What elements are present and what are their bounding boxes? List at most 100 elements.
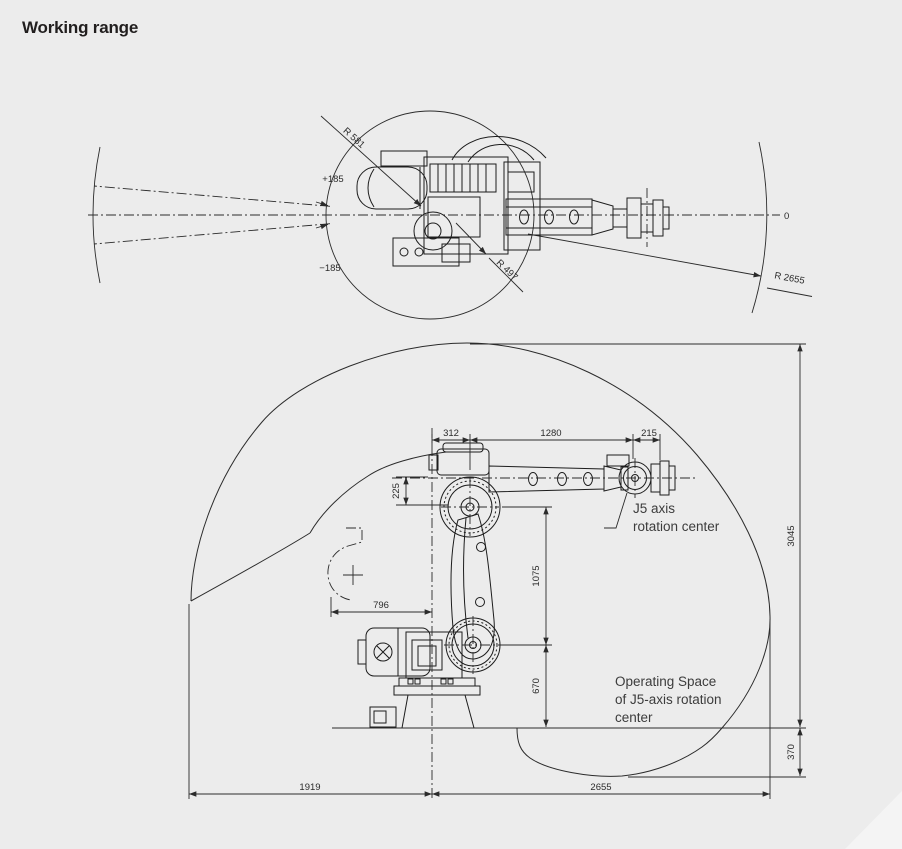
dim-796-label: 796 bbox=[373, 600, 389, 611]
j5-label-leader bbox=[604, 492, 628, 529]
plus-185-limit-line bbox=[93, 185, 331, 207]
turntable-pads bbox=[407, 678, 454, 685]
dim-215-label: 215 bbox=[641, 428, 657, 439]
r581-label: R 581 bbox=[341, 126, 367, 151]
op-space-line2: of J5-axis rotation bbox=[615, 692, 722, 707]
page-corner-cut bbox=[845, 791, 902, 849]
minus-185-arrow bbox=[315, 223, 329, 230]
minus-185-limit-line bbox=[93, 223, 331, 245]
minus-185-label: −185 bbox=[319, 263, 340, 274]
j1-motor-tab bbox=[357, 639, 367, 665]
reference-cross bbox=[343, 565, 363, 585]
j5-label-line2: rotation center bbox=[633, 519, 720, 534]
wrist-cone-side bbox=[603, 465, 622, 492]
r497-label: R 497 bbox=[494, 257, 520, 283]
flange-block-3 bbox=[652, 199, 664, 237]
envelope-inner-arc-upper bbox=[309, 451, 447, 534]
flange-cap bbox=[662, 206, 670, 230]
dim-1919-label: 1919 bbox=[299, 782, 320, 793]
side-view: 312 1280 215 225 1075 670 3045 370 bbox=[188, 342, 806, 800]
j1-housing-detail bbox=[417, 645, 437, 667]
robot-top-drawing bbox=[356, 136, 670, 267]
motor-fins-block bbox=[429, 163, 497, 193]
dim-3045-label: 3045 bbox=[786, 525, 797, 546]
r2655-leader bbox=[527, 233, 762, 278]
rear-cylinder bbox=[356, 166, 428, 210]
base-foot bbox=[369, 706, 397, 728]
j1-circle-inner bbox=[424, 222, 442, 240]
r497-underline bbox=[488, 257, 524, 293]
j5-label-line1: J5 axis bbox=[633, 501, 675, 516]
dim-1075-extensions bbox=[502, 506, 552, 646]
j3-motor-tab bbox=[428, 454, 439, 471]
wrist-cone bbox=[591, 199, 614, 236]
j3-bolt-ring bbox=[443, 480, 497, 534]
bolt-hole-2 bbox=[414, 247, 424, 257]
dim-312-label: 312 bbox=[443, 428, 459, 439]
r2655-underline bbox=[766, 287, 813, 297]
bottom-extension-lines bbox=[188, 604, 771, 799]
dim-1075-label: 1075 bbox=[531, 565, 542, 586]
lower-arm-hole-1 bbox=[476, 542, 486, 552]
j1-circle-outer bbox=[413, 211, 453, 251]
arm-slot-2 bbox=[544, 209, 554, 225]
plus-185-label: +185 bbox=[322, 174, 343, 185]
plus-185-arrow bbox=[315, 200, 329, 207]
r497-leader bbox=[455, 222, 487, 255]
j1-housing bbox=[405, 631, 463, 679]
j3-motor-top bbox=[442, 442, 484, 453]
dim-1280-label: 1280 bbox=[540, 428, 561, 439]
dim-225-label: 225 bbox=[391, 483, 402, 499]
top-block bbox=[380, 150, 428, 167]
shoulder-block bbox=[503, 161, 541, 251]
arm-slot-1 bbox=[519, 209, 529, 225]
shoulder-detail bbox=[507, 171, 535, 193]
op-space-line1: Operating Space bbox=[615, 674, 716, 689]
upper-arm-slot-3 bbox=[583, 472, 593, 486]
base-skirt bbox=[401, 694, 475, 729]
dim-670-label: 670 bbox=[531, 678, 542, 694]
cable-loops bbox=[451, 136, 547, 163]
arm-slot-3 bbox=[569, 209, 579, 225]
j1-motor-marks bbox=[376, 628, 399, 676]
bolt-hole-1 bbox=[399, 247, 409, 257]
lower-arm-hole-2 bbox=[475, 597, 485, 607]
j2-axis-cross bbox=[444, 616, 502, 674]
r581-leader bbox=[320, 115, 422, 207]
wrist-motor bbox=[606, 454, 630, 467]
upper-arm-slot-2 bbox=[557, 472, 567, 486]
r2655-label: R 2655 bbox=[773, 270, 805, 286]
j2-bolt-ring bbox=[448, 620, 498, 670]
main-body bbox=[423, 156, 509, 255]
dimensions: 312 1280 215 225 1075 670 3045 370 bbox=[188, 343, 806, 799]
wrist-shaft bbox=[612, 208, 628, 228]
envelope-outline bbox=[190, 342, 771, 777]
j3-motor bbox=[436, 448, 490, 476]
dim-2655-label: 2655 bbox=[590, 782, 611, 793]
page-title: Working range bbox=[22, 18, 139, 37]
top-view: R 581 +185 −185 R 497 R 2655 0 bbox=[88, 110, 813, 320]
lower-arm bbox=[450, 513, 495, 660]
j3-circle-outer bbox=[439, 476, 501, 538]
upper-arm bbox=[488, 465, 605, 493]
dim-225-extensions bbox=[396, 476, 448, 506]
flange-block-1 bbox=[626, 197, 642, 239]
arm bbox=[505, 198, 593, 236]
base-detail bbox=[441, 243, 471, 263]
base-plate-top bbox=[392, 237, 460, 267]
arm-edges bbox=[506, 206, 592, 229]
rear-cylinder-seams bbox=[367, 167, 421, 209]
reach-arc-right bbox=[751, 141, 768, 314]
j2-circle-outer bbox=[445, 617, 501, 673]
body-inner-block bbox=[427, 196, 481, 238]
base-foot-detail bbox=[373, 710, 387, 724]
motor-fins bbox=[437, 164, 487, 192]
upper-arm-slot-1 bbox=[528, 472, 538, 486]
turntable-lower bbox=[393, 685, 481, 696]
lower-arm-edge bbox=[463, 517, 469, 639]
posture-locus bbox=[327, 527, 363, 601]
j1-housing-inner bbox=[411, 639, 443, 671]
j1-motor-cap bbox=[373, 642, 393, 662]
